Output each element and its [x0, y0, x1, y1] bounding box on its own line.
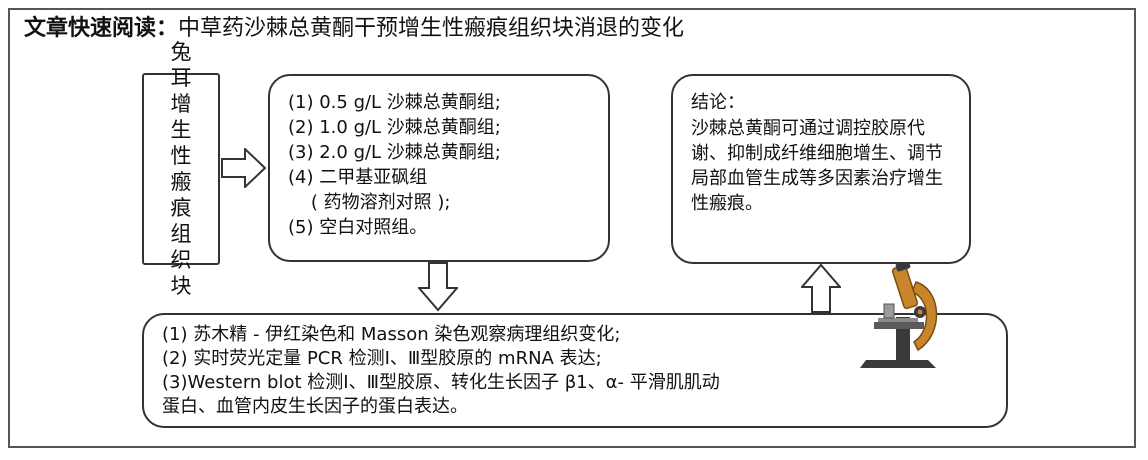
group-line: (5) 空白对照组。	[288, 217, 428, 238]
method-line: (1) 苏木精 - 伊红染色和 Masson 染色观察病理组织变化;	[162, 324, 621, 345]
method-line: (3)Western blot 检测Ⅰ、Ⅲ型胶原、转化生长因子 β1、α- 平滑…	[162, 372, 720, 393]
conclusion-box: 结论： 沙棘总黄酮可通过调控胶原代谢、抑制成纤维细胞增生、调节局部血管生成等多因…	[671, 74, 971, 264]
group-line: (4) 二甲基亚砜组	[288, 167, 428, 188]
sample-box: 兔耳增生性瘢痕组织块	[142, 40, 220, 298]
arrow-right-icon	[221, 148, 267, 188]
method-line: 蛋白、血管内皮生长因子的蛋白表达。	[162, 396, 468, 417]
conclusion-text: 沙棘总黄酮可通过调控胶原代谢、抑制成纤维细胞增生、调节局部血管生成等多因素治疗增…	[691, 118, 943, 214]
arrow-down-icon	[418, 262, 458, 312]
title-text: 中草药沙棘总黄酮干预增生性瘢痕组织块消退的变化	[178, 16, 685, 41]
group-line: (1) 0.5 g/L 沙棘总黄酮组;	[288, 92, 501, 113]
microscope-icon	[860, 262, 938, 368]
method-line: (2) 实时荧光定量 PCR 检测Ⅰ、Ⅲ型胶原的 mRNA 表达;	[162, 348, 602, 369]
methods-box: (1) 苏木精 - 伊红染色和 Masson 染色观察病理组织变化; (2) 实…	[142, 313, 1008, 428]
conclusion-title: 结论：	[691, 92, 745, 113]
groups-box: (1) 0.5 g/L 沙棘总黄酮组; (2) 1.0 g/L 沙棘总黄酮组; …	[268, 74, 610, 262]
group-line: ( 药物溶剂对照 );	[288, 192, 451, 213]
page-title: 文章快速阅读：中草药沙棘总黄酮干预增生性瘢痕组织块消退的变化	[24, 14, 684, 44]
group-line: (2) 1.0 g/L 沙棘总黄酮组;	[288, 117, 501, 138]
sample-label: 兔耳增生性瘢痕组织块	[170, 40, 192, 298]
title-lead: 文章快速阅读：	[24, 16, 179, 41]
arrow-up-icon	[801, 263, 841, 313]
group-line: (3) 2.0 g/L 沙棘总黄酮组;	[288, 142, 501, 163]
